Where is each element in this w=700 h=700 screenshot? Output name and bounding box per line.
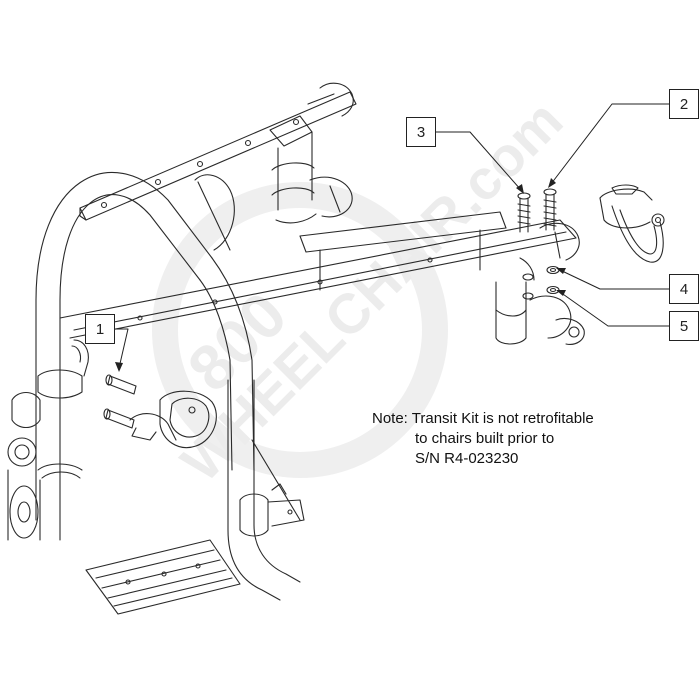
leg-hanger-bracket bbox=[239, 483, 305, 537]
main-frame bbox=[35, 171, 301, 601]
callout-part-2: 2 bbox=[669, 89, 699, 119]
transit-hook-right bbox=[599, 184, 665, 263]
callout-part-1: 1 bbox=[85, 314, 115, 344]
leader-lines bbox=[114, 103, 670, 369]
clamp-left-upright bbox=[37, 339, 89, 479]
screw-part-1 bbox=[103, 374, 137, 429]
cross-member bbox=[299, 211, 507, 291]
washer-part-4 bbox=[522, 265, 560, 281]
callout-part-4: 4 bbox=[669, 274, 699, 304]
footplate bbox=[85, 539, 241, 615]
leader-arrowheads bbox=[115, 178, 566, 372]
back-rail bbox=[79, 82, 357, 221]
transit-hook-left bbox=[129, 390, 217, 448]
note-line-2: to chairs built prior to bbox=[415, 430, 555, 447]
callout-part-3: 3 bbox=[406, 117, 436, 147]
caster-bracket-right bbox=[495, 257, 585, 345]
callout-part-5: 5 bbox=[669, 311, 699, 341]
note-line-3: S/N R4-023230 bbox=[415, 450, 519, 467]
note-line-1: Note: Transit Kit is not retrofitable bbox=[372, 410, 594, 427]
bolt-part-2 bbox=[543, 188, 557, 231]
caster-wheel-left bbox=[7, 391, 41, 541]
back-post-assembly bbox=[269, 115, 353, 224]
bolt-part-3 bbox=[517, 192, 531, 233]
